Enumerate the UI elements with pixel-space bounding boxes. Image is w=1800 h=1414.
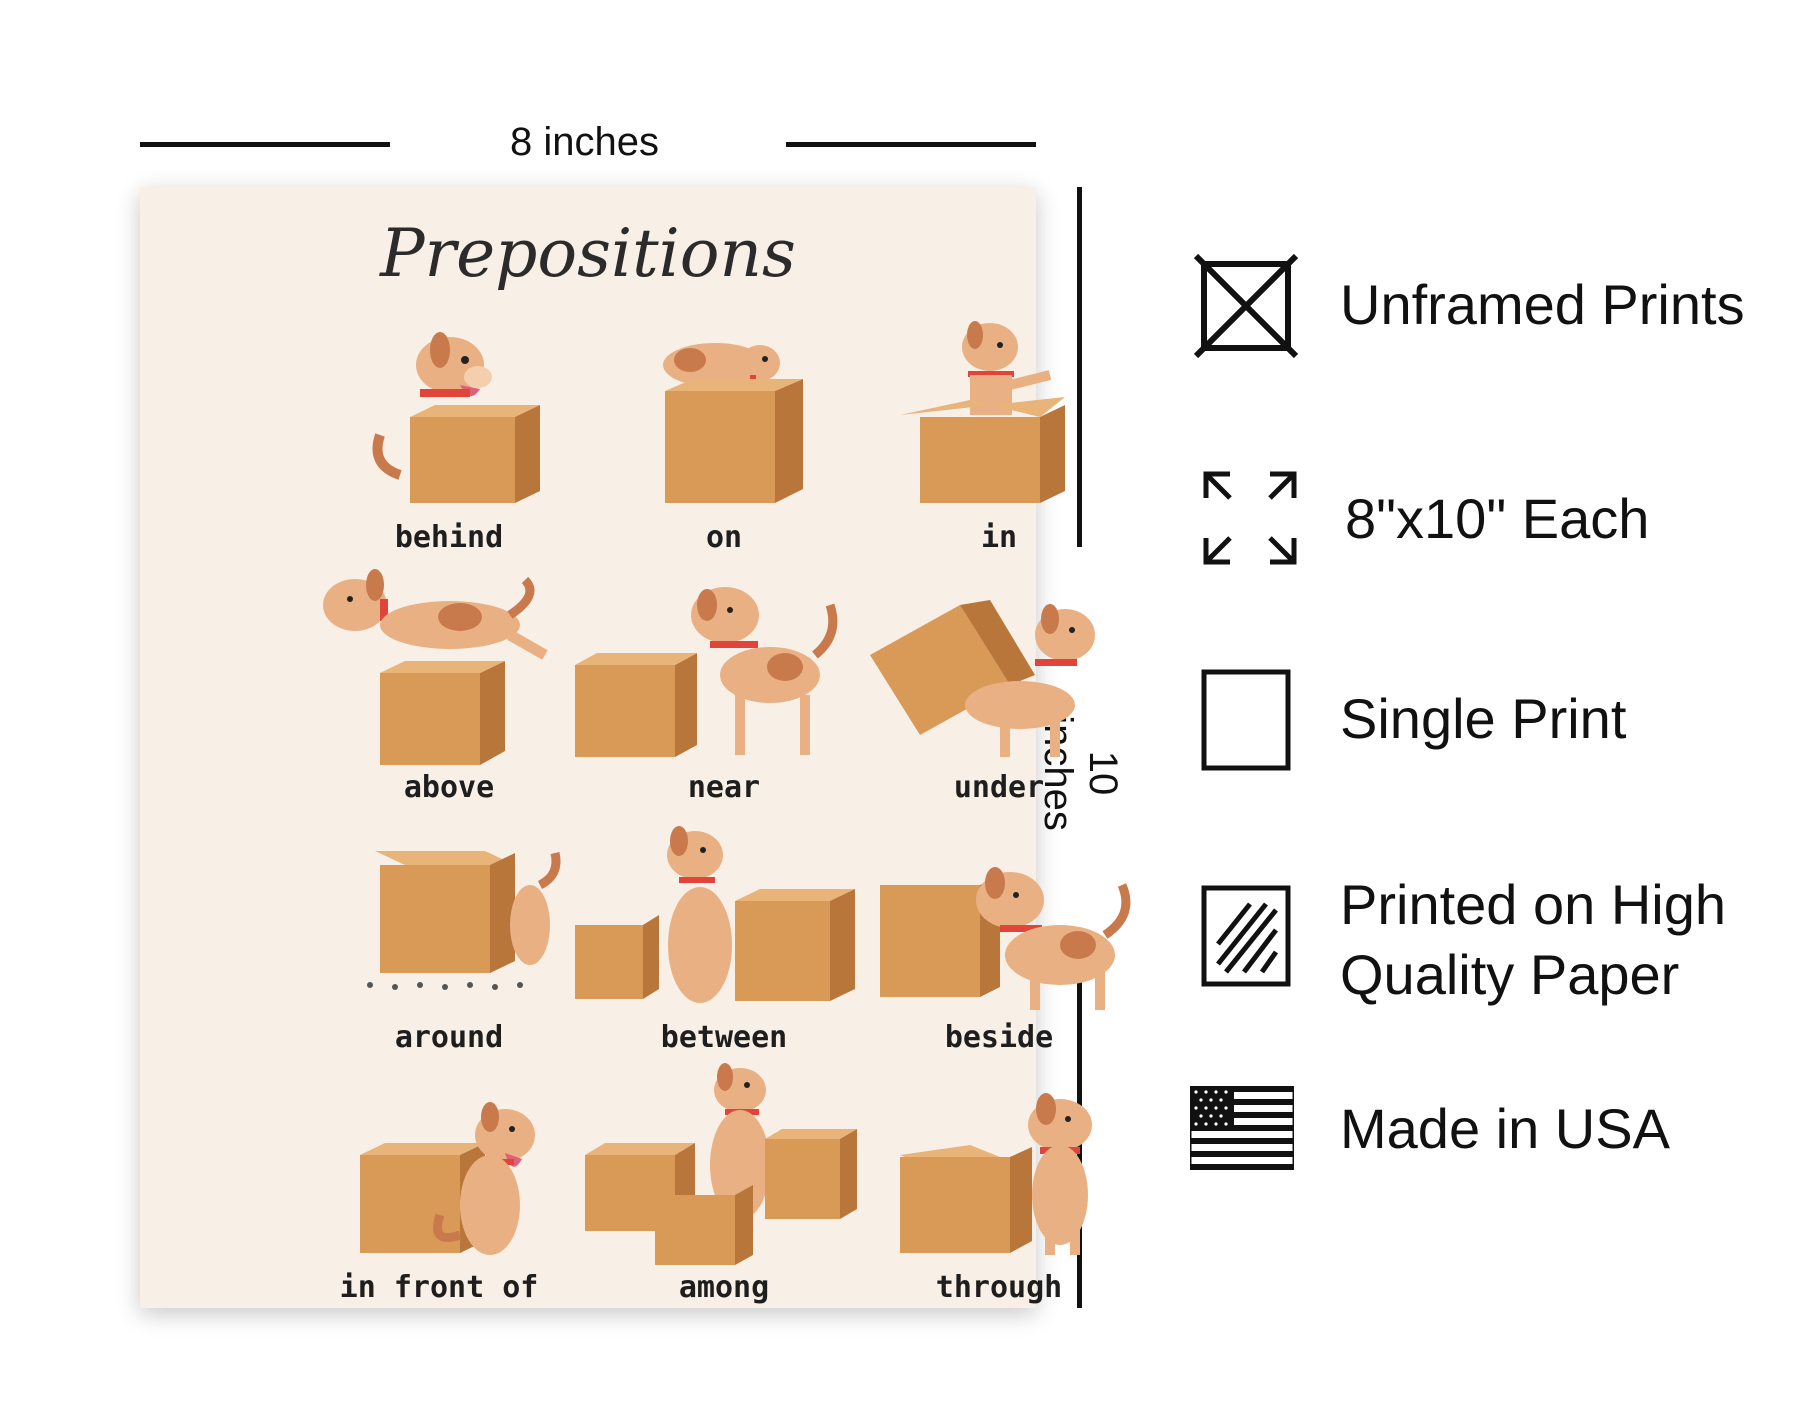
dog-through-box-illustration bbox=[900, 1093, 1092, 1255]
dog-near-box-illustration bbox=[575, 587, 838, 757]
poster-title: Prepositions bbox=[380, 215, 796, 292]
word-label: under bbox=[953, 770, 1045, 805]
expand-arrows-icon bbox=[1203, 471, 1297, 565]
feature-label: Printed on High Quality Paper bbox=[1340, 873, 1727, 1006]
card-between: between bbox=[575, 805, 873, 1055]
word-label: in front of bbox=[339, 1270, 539, 1305]
feature-size: 8"x10" Each bbox=[1190, 468, 1790, 578]
word-label: above bbox=[403, 770, 495, 805]
card-on: on bbox=[575, 305, 873, 555]
dog-under-box-illustration bbox=[870, 600, 1095, 757]
dog-behind-box-illustration bbox=[372, 332, 540, 503]
width-dimension-label: 8 inches bbox=[510, 120, 659, 164]
word-label: around bbox=[394, 1020, 504, 1055]
card-in-front-of: in front of bbox=[290, 1055, 588, 1305]
height-dimension-line-top bbox=[1077, 187, 1082, 547]
hatched-paper-icon bbox=[1201, 885, 1291, 987]
feature-unframed: Unframed Prints bbox=[1190, 250, 1790, 360]
card-in: in bbox=[850, 305, 1148, 555]
dog-in-box-illustration bbox=[900, 321, 1065, 503]
unframed-icon bbox=[1193, 253, 1299, 359]
feature-label: Made in USA bbox=[1340, 1097, 1670, 1160]
prepositions-poster: Prepositions behind on in bbox=[140, 187, 1131, 1308]
card-among: among bbox=[575, 1055, 873, 1305]
word-label: through bbox=[935, 1270, 1063, 1305]
dog-around-box-illustration bbox=[367, 851, 561, 990]
card-beside: beside bbox=[850, 805, 1148, 1055]
feature-paper-quality: Printed on High Quality Paper bbox=[1190, 870, 1790, 1030]
word-label: between bbox=[660, 1020, 788, 1055]
card-under: under bbox=[850, 555, 1148, 805]
dog-above-box-illustration bbox=[323, 569, 548, 765]
card-behind: behind bbox=[300, 305, 598, 555]
card-through: through bbox=[850, 1055, 1148, 1305]
word-label: on bbox=[705, 520, 743, 555]
word-label: near bbox=[687, 770, 761, 805]
word-label: behind bbox=[394, 520, 504, 555]
word-label: among bbox=[678, 1270, 770, 1305]
dog-beside-box-illustration bbox=[880, 867, 1131, 1010]
dog-in-front-of-box-illustration bbox=[360, 1102, 535, 1255]
us-flag-icon bbox=[1190, 1086, 1294, 1170]
feature-label: Unframed Prints bbox=[1340, 273, 1745, 336]
feature-single-print: Single Print bbox=[1190, 668, 1790, 778]
feature-made-in-usa: Made in USA bbox=[1190, 1086, 1790, 1196]
dog-on-box-illustration bbox=[663, 343, 803, 503]
feature-label: 8"x10" Each bbox=[1345, 487, 1650, 550]
word-label: beside bbox=[944, 1020, 1054, 1055]
card-above: above bbox=[300, 555, 598, 805]
feature-label: Single Print bbox=[1340, 687, 1627, 750]
single-sheet-icon bbox=[1201, 669, 1291, 771]
card-near: near bbox=[575, 555, 873, 805]
width-dimension-line-right bbox=[786, 142, 1036, 147]
dog-between-boxes-illustration bbox=[575, 826, 855, 1003]
card-around: around bbox=[300, 805, 598, 1055]
word-label: in bbox=[980, 520, 1018, 555]
width-dimension-line-left bbox=[140, 142, 390, 147]
dog-among-boxes-illustration bbox=[585, 1063, 857, 1265]
